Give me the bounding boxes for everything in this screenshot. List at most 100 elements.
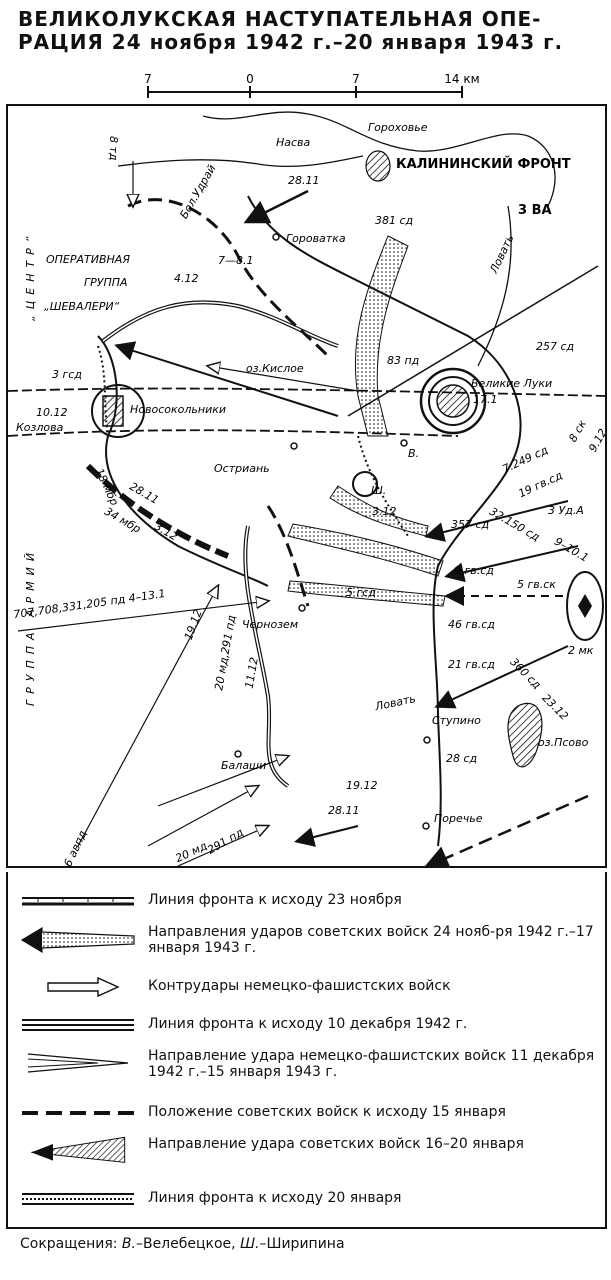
label-gvsd21: 21 гв.сд xyxy=(448,658,495,671)
abbr-sh: Ш. xyxy=(240,1236,260,1252)
abbr-sh-text: –Ширипина xyxy=(259,1236,345,1252)
legend-symbol-soviet-strike-16-20-jan xyxy=(31,1136,126,1163)
label-sh: Ш. xyxy=(371,484,386,497)
label-date-1912a: 19.12 xyxy=(182,608,205,642)
abbreviations: Сокращения: В.–Велебецкое, Ш.–Ширипина xyxy=(20,1236,345,1252)
label-gvsk5: 5 гв.ск xyxy=(517,578,556,591)
label-va3: 3 ВА xyxy=(518,203,552,218)
scale-tick-1: 0 xyxy=(246,72,254,86)
scale-tick-3: 14 км xyxy=(444,72,479,86)
operation-map: Гороховье Насва КАЛИНИНСКИЙ ФРОНТ 28.11 … xyxy=(6,104,607,868)
legend-text: Линия фронта к исходу 23 ноября xyxy=(148,892,402,908)
label-sk8: 8 ск xyxy=(566,417,589,444)
label-gvsd46: 46 гв.сд xyxy=(448,618,495,631)
label-date-1912b: 19.12 xyxy=(346,779,378,792)
legend-symbol-front-20-jan xyxy=(22,1193,134,1205)
label-velikie-luki: Великие Луки xyxy=(471,377,552,390)
label-chernozem: Чернозем xyxy=(242,618,298,631)
lake-psovo xyxy=(507,702,543,768)
label-gorovatka: Горoватка xyxy=(286,232,346,245)
label-date-2312: 23.12 xyxy=(539,691,570,722)
label-sd28: 28 сд xyxy=(446,752,477,765)
label-date-171: 17.1 xyxy=(473,393,498,406)
abbr-v-text: –Велебецкое, xyxy=(135,1236,236,1252)
label-balashi: Балаши xyxy=(221,759,266,772)
label-mk2: 2 мк xyxy=(568,644,594,657)
label-date-1112: 11.12 xyxy=(243,656,261,689)
front-line-10-dec xyxy=(101,300,339,788)
legend-text: Направление удара немецко-фашистских вой… xyxy=(148,1048,595,1080)
legend-text: Направление удара советских войск 16–20 … xyxy=(148,1136,524,1152)
mk2-diamond xyxy=(578,594,592,618)
scale-bar: 7 0 7 14 км xyxy=(144,72,480,98)
label-date-412: 4.12 xyxy=(174,272,199,285)
label-td8: 8 тд xyxy=(107,136,120,161)
label-date-2811-top: 28.11 xyxy=(288,174,320,187)
soviet-position-15-jan xyxy=(85,198,330,607)
title-line-1: ВЕЛИКОЛУКСКАЯ НАСТУПАТЕЛЬНАЯ ОПЕ- xyxy=(18,7,542,31)
settlement-dots xyxy=(234,233,431,830)
label-group-army: ГРУППА АРМИЙ xyxy=(24,547,37,706)
label-kozlova: Козлова xyxy=(16,421,64,434)
railways xyxy=(8,265,605,437)
label-centre: „ЦЕНТР“ xyxy=(24,230,37,321)
legend: Линия фронта к исходу 23 ноября Направле… xyxy=(6,872,607,1229)
abbr-label: Сокращения: xyxy=(20,1236,118,1252)
label-stupino: Ступино xyxy=(432,714,481,727)
label-lovat-top: Ловать xyxy=(487,233,517,277)
label-gorokhovye: Гороховье xyxy=(368,121,428,134)
legend-symbol-front-10-dec xyxy=(22,1019,134,1031)
label-op-group-3: „ШЕВАЛЕРИ“ xyxy=(44,300,120,313)
gorokhovye-town xyxy=(365,150,391,182)
legend-symbol-front-23-nov xyxy=(22,897,134,906)
label-sd257: 257 сд xyxy=(536,340,574,353)
label-date-312a: 3.12 xyxy=(372,505,397,518)
legend-symbol-soviet-strike xyxy=(20,926,135,954)
label-avd6: 6 авпд xyxy=(61,828,89,868)
label-nasva: Насва xyxy=(276,136,311,149)
label-novosokolniki: Новосокольники xyxy=(130,403,226,416)
label-date-912: 9.12 xyxy=(586,427,607,455)
front-line-23-nov xyxy=(97,195,522,847)
label-date-2811-bottom: 28.11 xyxy=(328,804,360,817)
label-kalinin-front: КАЛИНИНСКИЙ ФРОНТ xyxy=(396,156,571,172)
label-pd291: 291 пд xyxy=(205,826,246,857)
label-date-781: 7—8.1 xyxy=(218,254,254,267)
title-line-2: РАЦИЯ 24 ноября 1942 г.–20 января 1943 г… xyxy=(18,30,564,54)
label-v: В. xyxy=(408,447,419,460)
label-porechye: Поречье xyxy=(434,812,483,825)
label-op-group-1: ОПЕРАТИВНАЯ xyxy=(46,253,130,266)
shiripina-ring xyxy=(352,471,378,497)
label-mbr34: 34 мбр xyxy=(102,505,143,536)
label-gsd3: 3 гсд xyxy=(52,368,82,381)
soviet-strikes xyxy=(114,189,589,866)
label-sd357: 357 сд xyxy=(451,518,489,531)
label-sd381: 381 сд xyxy=(375,214,413,227)
label-gsd5: 5 гсд xyxy=(346,586,376,599)
label-gvsd9: 9 гв.сд xyxy=(454,564,494,577)
legend-text: Линия фронта к исходу 10 декабря 1942 г. xyxy=(148,1016,468,1032)
legend-symbol-german-strike xyxy=(27,1053,129,1073)
label-date-312b: 3.12 xyxy=(152,520,180,544)
german-strikes xyxy=(17,161,359,866)
label-sd32150: 32.150 сд xyxy=(487,505,542,544)
legend-symbol-german-counterstrike xyxy=(47,976,120,998)
map-title: ВЕЛИКОЛУКСКАЯ НАСТУПАТЕЛЬНАЯ ОПЕ- РАЦИЯ … xyxy=(18,8,598,54)
label-lovat-bottom: Ловать xyxy=(373,692,417,713)
legend-text: Линия фронта к исходу 20 января xyxy=(148,1190,402,1206)
label-ud3: 3 Уд.А xyxy=(548,504,584,517)
label-op-group-2: ГРУППА xyxy=(84,276,128,289)
novosokolniki-city xyxy=(91,384,145,438)
legend-text: Контрудары немецко-фашистских войск xyxy=(148,978,451,994)
scale-tick-2: 7 xyxy=(352,72,360,86)
label-pd83: 83 пд xyxy=(387,354,419,367)
label-kisloe: оз.Кислое xyxy=(246,362,304,375)
label-sd7249: 7.249 сд xyxy=(500,443,550,475)
label-gvsd19: 19 гв.сд xyxy=(516,469,564,501)
legend-text: Направления ударов советских войск 24 но… xyxy=(148,924,594,956)
legend-text: Положение советских войск к исходу 15 ян… xyxy=(148,1104,506,1120)
scale-tick-0: 7 xyxy=(144,72,152,86)
label-md20: 20 мд,291 пд xyxy=(212,614,238,691)
label-md20b: 20 мд xyxy=(173,839,209,865)
label-psovo: оз.Псово xyxy=(538,736,589,749)
